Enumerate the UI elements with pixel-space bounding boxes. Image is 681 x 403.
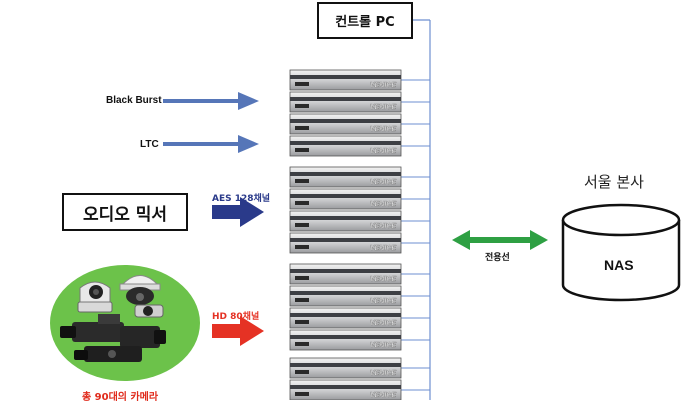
server-unit: VENICE bbox=[289, 166, 402, 188]
black-burst-label: Black Burst bbox=[106, 95, 162, 106]
server-rack: VENICE VENICE VENICE VENICE VENICE VENICE VENI… bbox=[289, 69, 402, 400]
server-unit: VENICE bbox=[289, 379, 402, 400]
server-unit-label: VENICE bbox=[370, 276, 396, 283]
server-unit-label: VENICE bbox=[370, 179, 396, 186]
control-pc-box: 컨트롤 PC bbox=[317, 2, 413, 39]
dedicated-line-label: 전용선 bbox=[485, 253, 510, 263]
aes-arrow bbox=[212, 197, 264, 227]
audio-mixer-label: 오디오 믹서 bbox=[82, 204, 168, 225]
black-burst-arrow bbox=[163, 92, 259, 110]
server-unit-label: VENICE bbox=[370, 342, 396, 349]
server-unit: VENICE bbox=[289, 188, 402, 210]
ptz-camera-icon bbox=[77, 281, 113, 313]
server-unit: VENICE bbox=[289, 285, 402, 307]
server-unit: VENICE bbox=[289, 91, 402, 113]
bus-branch-lines bbox=[401, 79, 430, 391]
server-unit-label: VENICE bbox=[370, 392, 396, 399]
audio-mixer-box: 오디오 믹서 bbox=[62, 193, 188, 231]
server-unit: VENICE bbox=[289, 135, 402, 157]
control-pc-label: 컨트롤 PC bbox=[335, 15, 395, 30]
server-unit: VENICE bbox=[289, 357, 402, 379]
server-unit: VENICE bbox=[289, 69, 402, 91]
ltc-arrow bbox=[163, 135, 259, 153]
camera-group bbox=[50, 265, 200, 381]
dedicated-line-arrow bbox=[452, 230, 548, 250]
server-unit: VENICE bbox=[289, 307, 402, 329]
server-unit-label: VENICE bbox=[370, 148, 396, 155]
ltc-label: LTC bbox=[140, 139, 159, 150]
server-unit-label: VENICE bbox=[370, 298, 396, 305]
server-unit-label: VENICE bbox=[370, 82, 396, 89]
server-unit: VENICE bbox=[289, 329, 402, 351]
server-unit: VENICE bbox=[289, 263, 402, 285]
server-unit-label: VENICE bbox=[370, 126, 396, 133]
server-unit: VENICE bbox=[289, 232, 402, 254]
camcorder-icon bbox=[60, 314, 166, 362]
small-ptz-camera-icon bbox=[134, 304, 164, 318]
aes-label: AES 128채널 bbox=[212, 194, 271, 204]
hd-arrow bbox=[212, 316, 264, 346]
dome-camera-icon bbox=[119, 275, 161, 305]
server-unit-label: VENICE bbox=[370, 245, 396, 252]
camera-count-label: 총 90대의 카메라 bbox=[82, 392, 159, 403]
server-unit-label: VENICE bbox=[370, 104, 396, 111]
server-unit: VENICE bbox=[289, 210, 402, 232]
server-unit-label: VENICE bbox=[370, 370, 396, 377]
hd-label: HD 80채널 bbox=[212, 312, 260, 322]
server-unit-label: VENICE bbox=[370, 320, 396, 327]
hq-title: 서울 본사 bbox=[584, 173, 644, 191]
server-unit: VENICE bbox=[289, 113, 402, 135]
server-unit-label: VENICE bbox=[370, 201, 396, 208]
nas-label: NAS bbox=[604, 257, 634, 273]
nas-cylinder-icon bbox=[561, 203, 681, 302]
server-unit-label: VENICE bbox=[370, 223, 396, 230]
